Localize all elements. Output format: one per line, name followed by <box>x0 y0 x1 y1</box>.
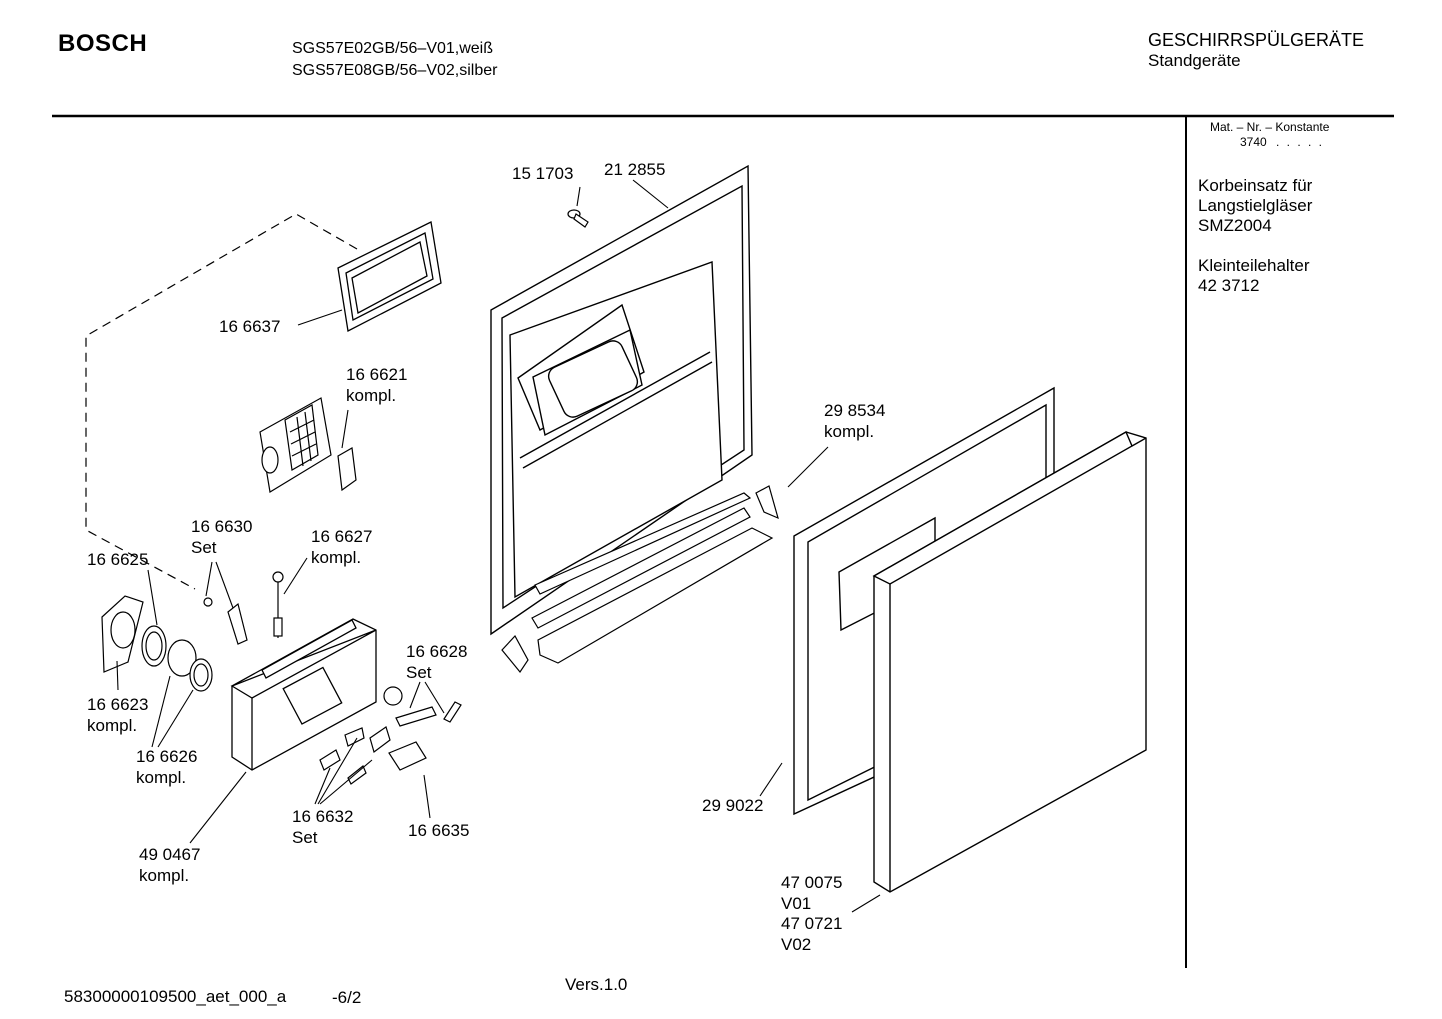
part-note-166627: kompl. <box>311 548 362 567</box>
category-title: GESCHIRRSPÜLGERÄTE <box>1148 30 1365 50</box>
category-subtitle: Standgeräte <box>1148 51 1241 70</box>
part-label-166626: 16 6626 <box>136 747 198 766</box>
part-label-166628: 16 6628 <box>406 642 468 661</box>
part-label-470075: 47 0075 <box>781 873 843 892</box>
part-label-166637: 16 6637 <box>219 317 281 336</box>
part-small-components <box>319 686 462 785</box>
part-front-panel-470075 <box>872 431 1147 893</box>
part-label-166627: 16 6627 <box>311 527 373 546</box>
model-line-1: SGS57E02GB/56–V01,weiß <box>292 40 494 57</box>
part-note-490467: kompl. <box>139 866 190 885</box>
accessory-1-line-1: Korbeinsatz für <box>1198 176 1313 195</box>
part-screw-151703 <box>567 209 589 228</box>
constant-label: Mat. – Nr. – Konstante <box>1210 120 1330 134</box>
part-note-298534: kompl. <box>824 422 875 441</box>
part-label-166625: 16 6625 <box>87 550 149 569</box>
part-left-components <box>101 571 284 692</box>
part-control-box-490467 <box>230 618 377 771</box>
part-label-151703: 15 1703 <box>512 164 574 183</box>
part-label-166621: 16 6621 <box>346 365 408 384</box>
part-label-212855: 21 2855 <box>604 160 666 179</box>
part-label-166623: 16 6623 <box>87 695 149 714</box>
part-note-470721: V02 <box>781 935 812 954</box>
page-number: -6/2 <box>332 988 362 1007</box>
part-note-166632: Set <box>292 828 318 847</box>
brand-logo: BOSCH <box>58 30 148 57</box>
part-note-166628: Set <box>406 663 432 682</box>
part-label-470721: 47 0721 <box>781 914 843 933</box>
accessory-2-line-2: 42 3712 <box>1198 276 1260 295</box>
accessory-1-line-2: Langstielgläser <box>1198 196 1313 215</box>
doc-id: 58300000109500_aet_000_a <box>64 987 287 1006</box>
constant-dots: . . . . . <box>1276 135 1325 149</box>
part-label-166630: 16 6630 <box>191 517 253 536</box>
constant-value: 3740 <box>1240 135 1267 149</box>
model-line-2: SGS57E08GB/56–V02,silber <box>292 62 498 79</box>
leader-lines <box>116 179 881 913</box>
part-frame-166637 <box>337 221 442 332</box>
accessory-2-line-1: Kleinteilehalter <box>1198 256 1310 275</box>
part-rails <box>501 485 779 674</box>
version: Vers.1.0 <box>565 975 628 994</box>
accessory-1-line-3: SMZ2004 <box>1198 216 1272 235</box>
part-label-490467: 49 0467 <box>139 845 201 864</box>
part-note-166621: kompl. <box>346 386 397 405</box>
part-note-166623: kompl. <box>87 716 138 735</box>
part-note-166630: Set <box>191 538 217 557</box>
part-note-470075: V01 <box>781 894 812 913</box>
part-label-299022: 29 9022 <box>702 796 764 815</box>
part-label-166635: 16 6635 <box>408 821 470 840</box>
part-filter-166621 <box>259 397 357 493</box>
part-inner-door-212855 <box>490 164 753 636</box>
part-label-298534: 29 8534 <box>824 401 886 420</box>
assembly-dashed-line <box>85 213 358 590</box>
part-note-166626: kompl. <box>136 768 187 787</box>
part-label-166632: 16 6632 <box>292 807 354 826</box>
